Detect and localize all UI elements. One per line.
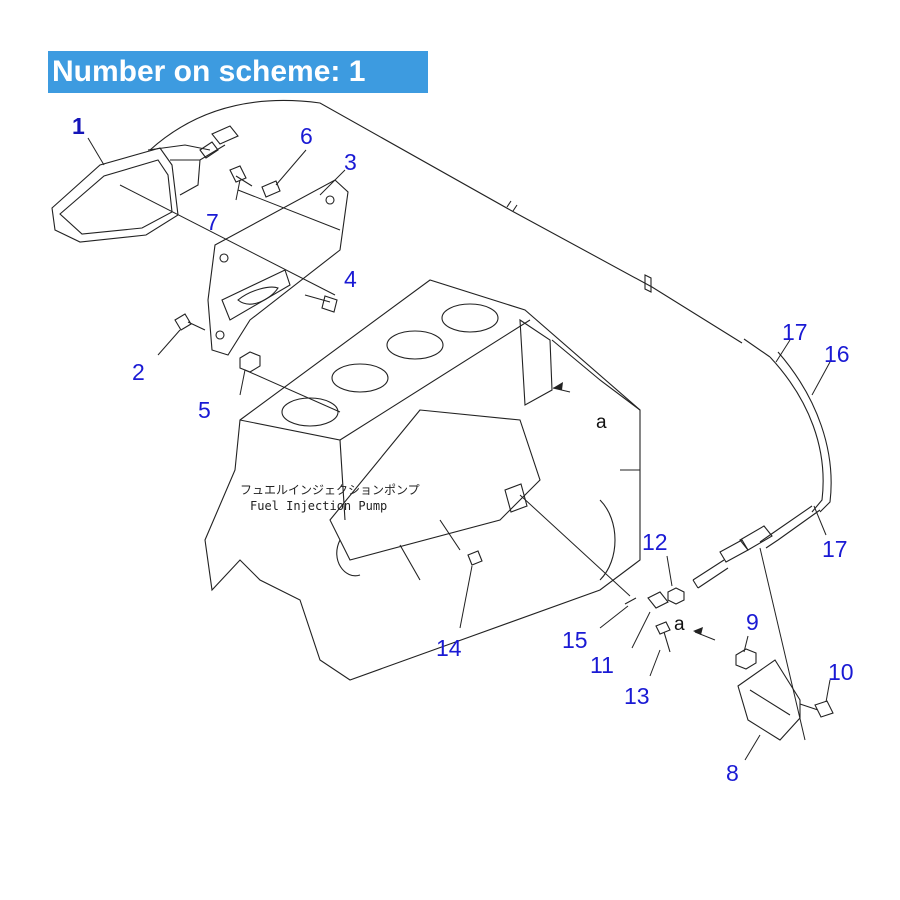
- bolt-13: [655, 621, 671, 653]
- part-label-9: 9: [746, 609, 759, 635]
- cable-bracket: [737, 659, 801, 741]
- engine-block: [204, 279, 641, 681]
- mounting-bracket: [207, 179, 349, 356]
- part-label-10: 10: [828, 659, 854, 685]
- view-marker-a-upper: a: [596, 412, 607, 433]
- throttle-cable: [149, 99, 832, 589]
- part-label-17-lower: 17: [822, 536, 848, 562]
- nut-12: [667, 587, 685, 605]
- pump-caption-japanese: フュエルインジェクションポンプ: [240, 483, 420, 497]
- part-label-12: 12: [642, 529, 668, 555]
- pump-caption-english: Fuel Injection Pump: [250, 499, 387, 513]
- nut-5: [239, 351, 261, 373]
- leader-lines: [87, 137, 831, 761]
- part-label-5: 5: [198, 397, 211, 423]
- small-plate: [261, 180, 281, 198]
- arrow-a-upper: [553, 382, 563, 390]
- nut-9: [735, 648, 757, 670]
- bolt-10: [799, 700, 834, 718]
- bolt-7: [229, 165, 253, 187]
- part-label-8: 8: [726, 760, 739, 786]
- part-label-7: 7: [206, 209, 219, 235]
- part-label-16: 16: [824, 341, 850, 367]
- part-label-13: 13: [624, 683, 650, 709]
- joint-11: [647, 591, 669, 609]
- part-label-2: 2: [132, 359, 145, 385]
- scheme-number-banner: Number on scheme: 1: [48, 51, 428, 93]
- view-marker-a-lower: a: [674, 614, 685, 635]
- part-label-3: 3: [344, 149, 357, 175]
- part-label-17-upper: 17: [782, 319, 808, 345]
- part-label-11: 11: [590, 652, 614, 678]
- arrow-a-lower: [693, 627, 703, 635]
- clip-15: [624, 597, 637, 605]
- bolt-4: [304, 294, 338, 313]
- bolt-2: [174, 313, 206, 331]
- part-label-15: 15: [562, 627, 588, 653]
- part-label-6: 6: [300, 123, 313, 149]
- part-label-4: 4: [344, 266, 357, 292]
- part-label-14: 14: [436, 635, 462, 661]
- part-label-1: 1: [72, 113, 85, 139]
